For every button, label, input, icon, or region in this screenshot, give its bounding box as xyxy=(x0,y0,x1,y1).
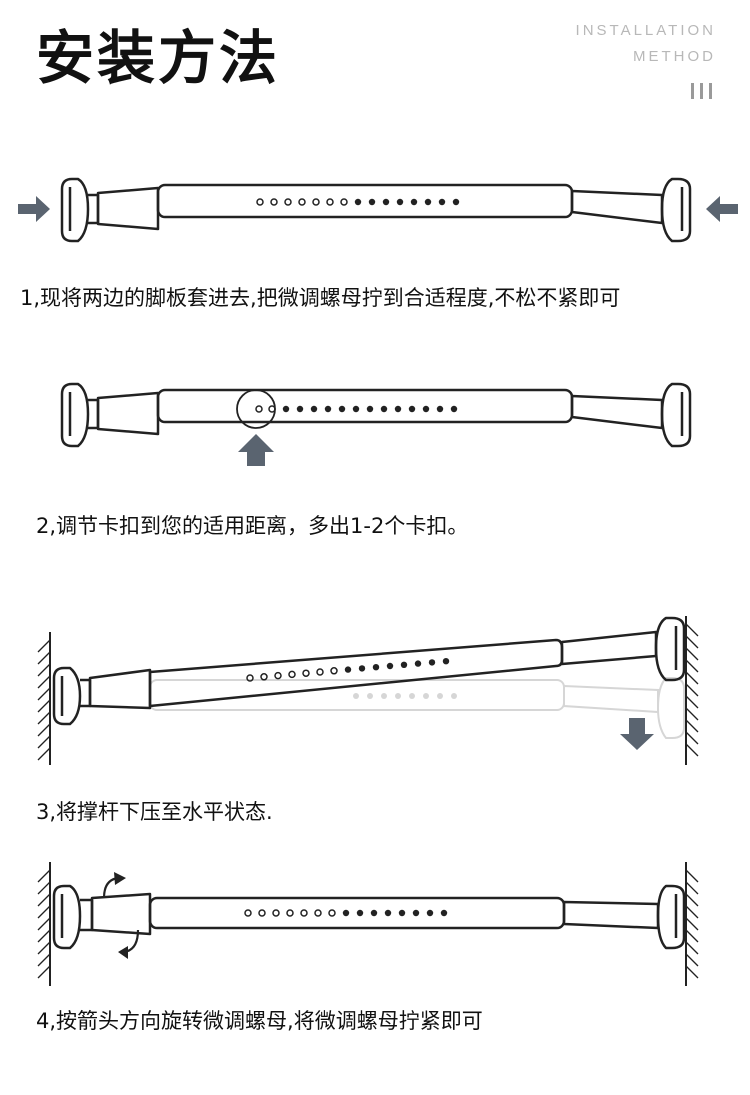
right-wall xyxy=(685,616,699,765)
step3-diagram xyxy=(37,616,699,765)
step4-diagram xyxy=(37,862,699,986)
step4-caption: 4,按箭头方向旋转微调螺母,将微调螺母拧紧即可 xyxy=(36,1009,483,1033)
down-arrow-icon xyxy=(620,718,654,750)
push-left-arrow-icon xyxy=(706,196,738,222)
subtitle-installation: INSTALLATION xyxy=(575,22,716,39)
step1-caption: 1,现将两边的脚板套进去,把微调螺母拧到合适程度,不松不紧即可 xyxy=(20,286,621,310)
up-arrow-icon xyxy=(238,434,274,466)
step2-diagram xyxy=(60,382,692,466)
push-right-arrow-icon xyxy=(18,196,50,222)
right-foot-pad xyxy=(660,177,692,243)
page-title: 安装方法 xyxy=(36,24,281,92)
subtitle-method: METHOD xyxy=(633,48,716,65)
left-foot-pad xyxy=(60,177,100,243)
rotate-arrows-icon xyxy=(102,876,140,954)
decorative-bars-icon xyxy=(691,83,712,99)
step2-caption: 2,调节卡扣到您的适用距离，多出1-2个卡扣。 xyxy=(36,514,469,538)
ghost-rod xyxy=(149,677,685,739)
step1-diagram xyxy=(18,177,738,243)
adjust-holes xyxy=(256,198,460,206)
left-wall xyxy=(37,632,51,765)
step3-caption: 3,将撑杆下压至水平状态. xyxy=(36,800,273,824)
